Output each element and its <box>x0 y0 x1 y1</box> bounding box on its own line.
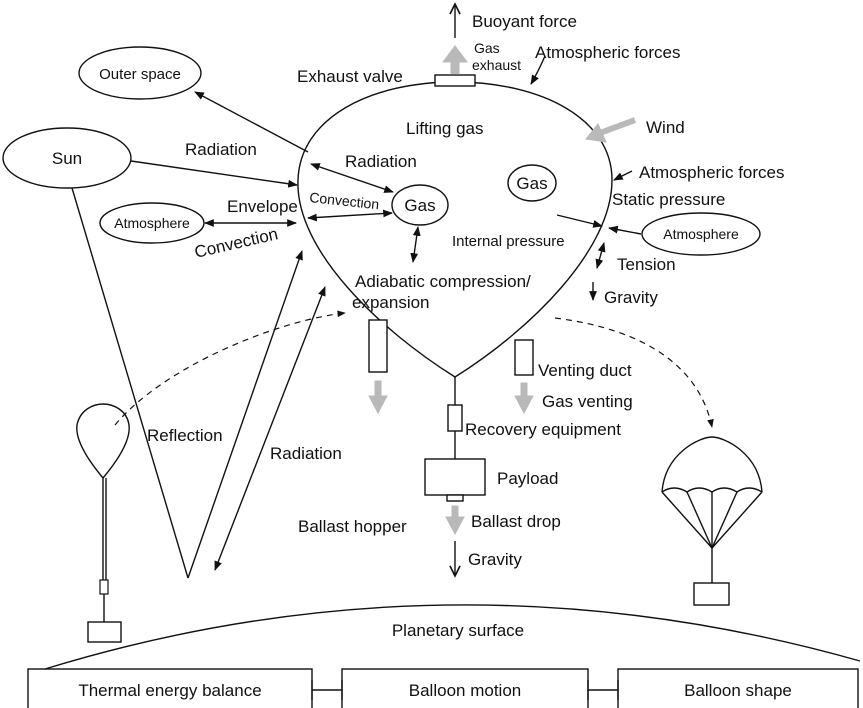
sun-ground-line <box>71 187 189 579</box>
venting-duct-label: Venting duct <box>538 361 632 380</box>
atm-forces-right-arrow <box>613 170 633 181</box>
gas-exhaust-label-2: exhaust <box>472 57 521 73</box>
radiation-sun-label: Radiation <box>185 140 257 159</box>
outer-space-label: Outer space <box>99 66 181 83</box>
tension-label: Tension <box>617 255 676 274</box>
gas-venting-left-arrow <box>368 380 388 415</box>
ballast-hopper <box>446 494 464 502</box>
balloon-motion-label: Balloon motion <box>409 681 521 700</box>
atmosphere-right-ellipse <box>641 212 761 256</box>
internal-pressure-arrow <box>556 214 603 228</box>
gravity-bottom-label: Gravity <box>468 550 522 569</box>
radiation-inner-label: Radiation <box>345 152 417 171</box>
gas-exhaust-label-1: Gas <box>474 40 500 56</box>
radiation-to-space-arrow <box>194 91 309 153</box>
ballast-drop-label: Ballast drop <box>471 512 561 531</box>
wind-arrow <box>585 117 637 143</box>
atmosphere-right-label: Atmosphere <box>663 226 739 242</box>
thermal-energy-label: Thermal energy balance <box>78 681 261 700</box>
convection-inner-label: Convection <box>309 189 380 212</box>
atmosphere-left-ellipse <box>99 202 205 244</box>
exhaust-valve <box>434 74 476 87</box>
reflection-arrow <box>187 250 303 579</box>
gas-exhaust-arrow <box>442 45 468 75</box>
thermal-energy-box <box>27 668 313 708</box>
wind-label: Wind <box>646 118 685 137</box>
launch-recovery <box>99 579 109 595</box>
balloon-shape-label: Balloon shape <box>684 681 792 700</box>
gravity-right-label: Gravity <box>604 288 658 307</box>
venting-duct <box>514 339 534 376</box>
adiabatic-label-1: Adiabatic compression/ <box>355 272 531 291</box>
sun-label: Sun <box>52 149 82 168</box>
inner-convection-arrow <box>307 209 393 222</box>
ballast-duct-left <box>368 319 388 373</box>
radiation-ground-label: Radiation <box>270 444 342 463</box>
sun-radiation-arrow <box>130 160 298 188</box>
lifting-gas-label: Lifting gas <box>406 119 484 138</box>
payload-label: Payload <box>497 469 558 488</box>
parachute <box>661 436 763 606</box>
gas-venting-label: Gas venting <box>542 392 633 411</box>
static-pressure-label: Static pressure <box>612 190 725 209</box>
gas-left-ellipse <box>391 184 449 226</box>
planetary-surface <box>44 604 861 670</box>
exhaust-valve-label: Exhaust valve <box>297 67 403 86</box>
atm-forces-top-label: Atmospheric forces <box>535 43 681 62</box>
sun-ellipse <box>2 127 132 189</box>
ground-radiation-arrow <box>214 286 326 571</box>
atm-forces-right-label: Atmospheric forces <box>639 163 785 182</box>
outer-space-ellipse <box>78 46 202 100</box>
recovery-equipment-label: Recovery equipment <box>465 420 621 439</box>
gas-right-ellipse <box>507 164 557 202</box>
payload-box <box>424 458 486 496</box>
buoyant-force-label: Buoyant force <box>472 12 577 31</box>
ballast-drop-arrow <box>445 505 465 536</box>
balloon-motion-box <box>341 668 589 708</box>
atmosphere-left-label: Atmosphere <box>114 215 190 231</box>
ascent-trajectory <box>114 310 346 426</box>
descent-trajectory <box>554 317 714 428</box>
tension-arrow <box>595 242 606 269</box>
planetary-surface-label: Planetary surface <box>392 621 524 640</box>
gas-left-label: Gas <box>404 196 435 215</box>
static-pressure-arrow <box>608 225 642 235</box>
launch-payload <box>87 621 122 643</box>
internal-pressure-label: Internal pressure <box>452 233 565 250</box>
atm-forces-top-arrow <box>530 55 546 85</box>
balloon-shape-box <box>617 668 859 708</box>
reflection-label: Reflection <box>147 426 223 445</box>
launch-balloon <box>76 403 130 480</box>
gas-venting-arrow <box>514 382 534 415</box>
envelope-label: Envelope <box>227 197 298 216</box>
recovery-equipment <box>447 404 463 432</box>
adiabatic-label-2: expansion <box>352 293 430 312</box>
inner-radiation-arrow <box>310 163 394 193</box>
adiabatic-arrow <box>410 226 421 263</box>
convection-outer-label: Convection <box>193 224 280 262</box>
gas-right-label: Gas <box>516 174 547 193</box>
ballast-hopper-label: Ballast hopper <box>298 517 407 536</box>
